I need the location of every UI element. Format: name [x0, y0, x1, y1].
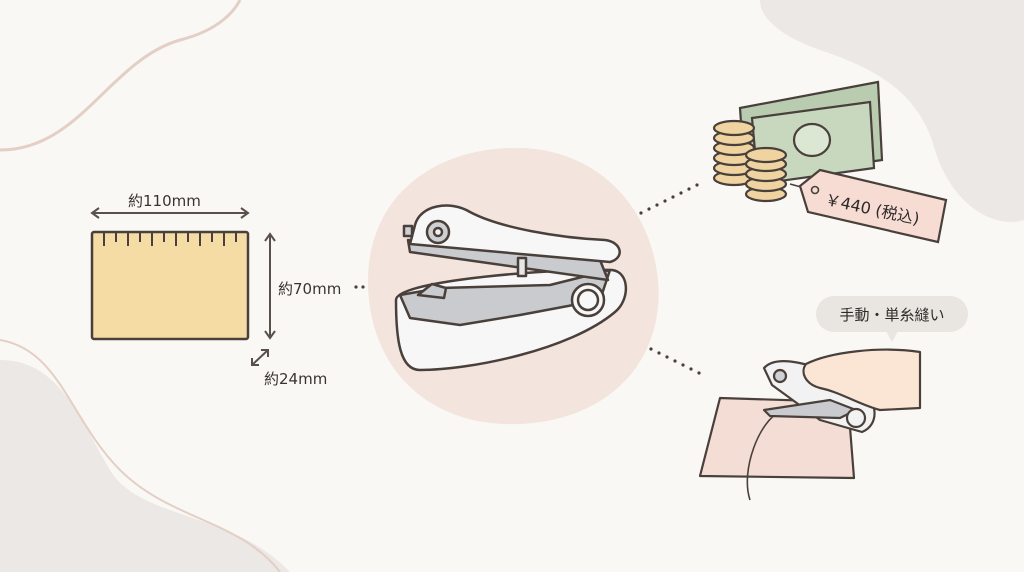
background-blob-top-right [760, 0, 1024, 222]
size-box [90, 230, 250, 341]
price-tag [798, 168, 948, 244]
mini-sewing-machine [394, 204, 628, 372]
decorative-curve [0, 339, 281, 572]
height-label: 約70mm [278, 280, 342, 298]
decorative-curve [0, 0, 242, 152]
money-illustration [712, 80, 884, 203]
hand-sewing-illustration [698, 348, 922, 501]
width-label: 約110mm [128, 192, 201, 210]
dimension-arrows [90, 207, 276, 366]
depth-label: 約24mm [264, 370, 328, 388]
feature-label: 手動・単糸縫い [839, 305, 945, 324]
connector-dots [354, 183, 701, 375]
background-blob-bottom-left [0, 360, 290, 572]
price-tag-hole [810, 185, 820, 195]
feature-speech-bubble: 手動・単糸縫い [816, 296, 968, 342]
